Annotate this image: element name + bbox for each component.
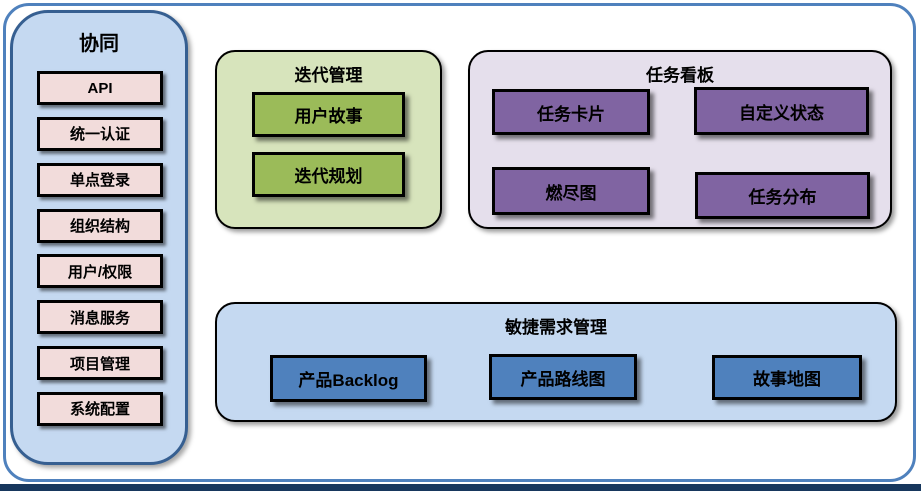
node-burndown-chart: 燃尽图: [492, 167, 650, 215]
bottom-accent-bar: [0, 484, 921, 491]
node-api: API: [37, 71, 163, 105]
agile-requirements-panel: 敏捷需求管理 产品Backlog 产品路线图 故事地图: [215, 302, 897, 422]
node-project-management: 项目管理: [37, 346, 163, 381]
collaboration-panel-title: 协同: [79, 33, 119, 55]
node-product-backlog: 产品Backlog: [270, 355, 427, 402]
node-iteration-planning: 迭代规划: [252, 152, 405, 197]
node-story-map: 故事地图: [712, 355, 862, 400]
node-message-service: 消息服务: [37, 300, 163, 335]
node-unified-auth: 统一认证: [37, 116, 163, 151]
node-single-sign-on: 单点登录: [37, 162, 163, 197]
node-org-structure: 组织结构: [37, 208, 163, 243]
node-system-config: 系统配置: [37, 391, 163, 426]
node-task-distribution: 任务分布: [695, 172, 870, 219]
task-board-title: 任务看板: [646, 66, 714, 85]
collaboration-item-list: API 统一认证 单点登录 组织结构 用户/权限 消息服务 项目管理 系统配置: [37, 71, 163, 426]
collaboration-panel: 协同 API 统一认证 单点登录 组织结构 用户/权限 消息服务 项目管理 系统…: [10, 10, 188, 465]
node-user-permissions: 用户/权限: [37, 254, 163, 289]
node-product-roadmap: 产品路线图: [489, 354, 637, 400]
task-board-panel: 任务看板 任务卡片 自定义状态 燃尽图 任务分布: [468, 50, 892, 229]
agile-requirements-title: 敏捷需求管理: [505, 318, 607, 337]
node-custom-status: 自定义状态: [694, 87, 869, 135]
iteration-management-title: 迭代管理: [294, 66, 363, 85]
iteration-management-panel: 迭代管理 用户故事 迭代规划: [215, 50, 442, 229]
node-task-card: 任务卡片: [492, 89, 650, 135]
node-user-story: 用户故事: [252, 92, 405, 137]
